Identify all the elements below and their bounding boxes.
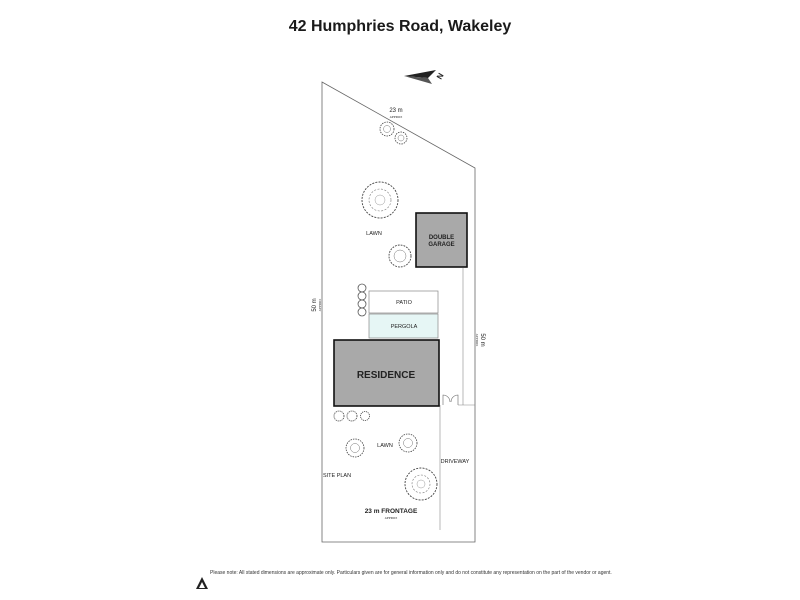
tree-icon (404, 467, 438, 501)
lawn-back-label: LAWN (366, 231, 382, 237)
patio (368, 290, 439, 314)
residence (333, 339, 440, 407)
tree-icon (361, 181, 399, 219)
pergola (368, 313, 439, 339)
site-plan-label: SITE PLAN (323, 473, 351, 479)
residence-label: RESIDENCE (357, 370, 416, 381)
disclaimer-text: Please note: All stated dimensions are a… (210, 570, 612, 576)
garage-label-line1: DOUBLE (429, 235, 454, 241)
shrub-icon (357, 283, 367, 317)
page-title: 42 Humphries Road, Wakeley (288, 18, 512, 35)
frontage-dimension-note: APPROX (385, 516, 398, 520)
site-boundary (321, 81, 476, 543)
pergola-label: PERGOLA (391, 324, 418, 330)
frontage-dimension: 23 m FRONTAGE (365, 508, 418, 515)
tree-icon (379, 121, 395, 137)
patio-label: PATIO (396, 300, 412, 306)
north-arrow-icon: N (404, 70, 446, 84)
right-dimension-note: APPROX (475, 334, 479, 347)
double-garage (415, 212, 468, 268)
tree-icon (398, 433, 418, 453)
north-label: N (435, 71, 446, 81)
tree-icon (388, 244, 412, 268)
left-dimension: 50 m (312, 298, 318, 311)
driveway-label: DRIVEWAY (441, 459, 470, 465)
top-dimension: 23 m (389, 108, 402, 114)
gate-icon (442, 394, 459, 405)
tree-icon (394, 131, 408, 145)
garage-label-line2: GARAGE (428, 242, 454, 248)
top-dimension-note: APPROX (390, 115, 403, 119)
lawn-front-label: LAWN (377, 443, 393, 449)
left-dimension-note: APPROX (318, 299, 322, 312)
tree-icon (345, 438, 365, 458)
right-dimension: 50 m (479, 333, 485, 346)
agency-logo-icon (196, 577, 208, 589)
shrub-row-icon (333, 410, 370, 422)
